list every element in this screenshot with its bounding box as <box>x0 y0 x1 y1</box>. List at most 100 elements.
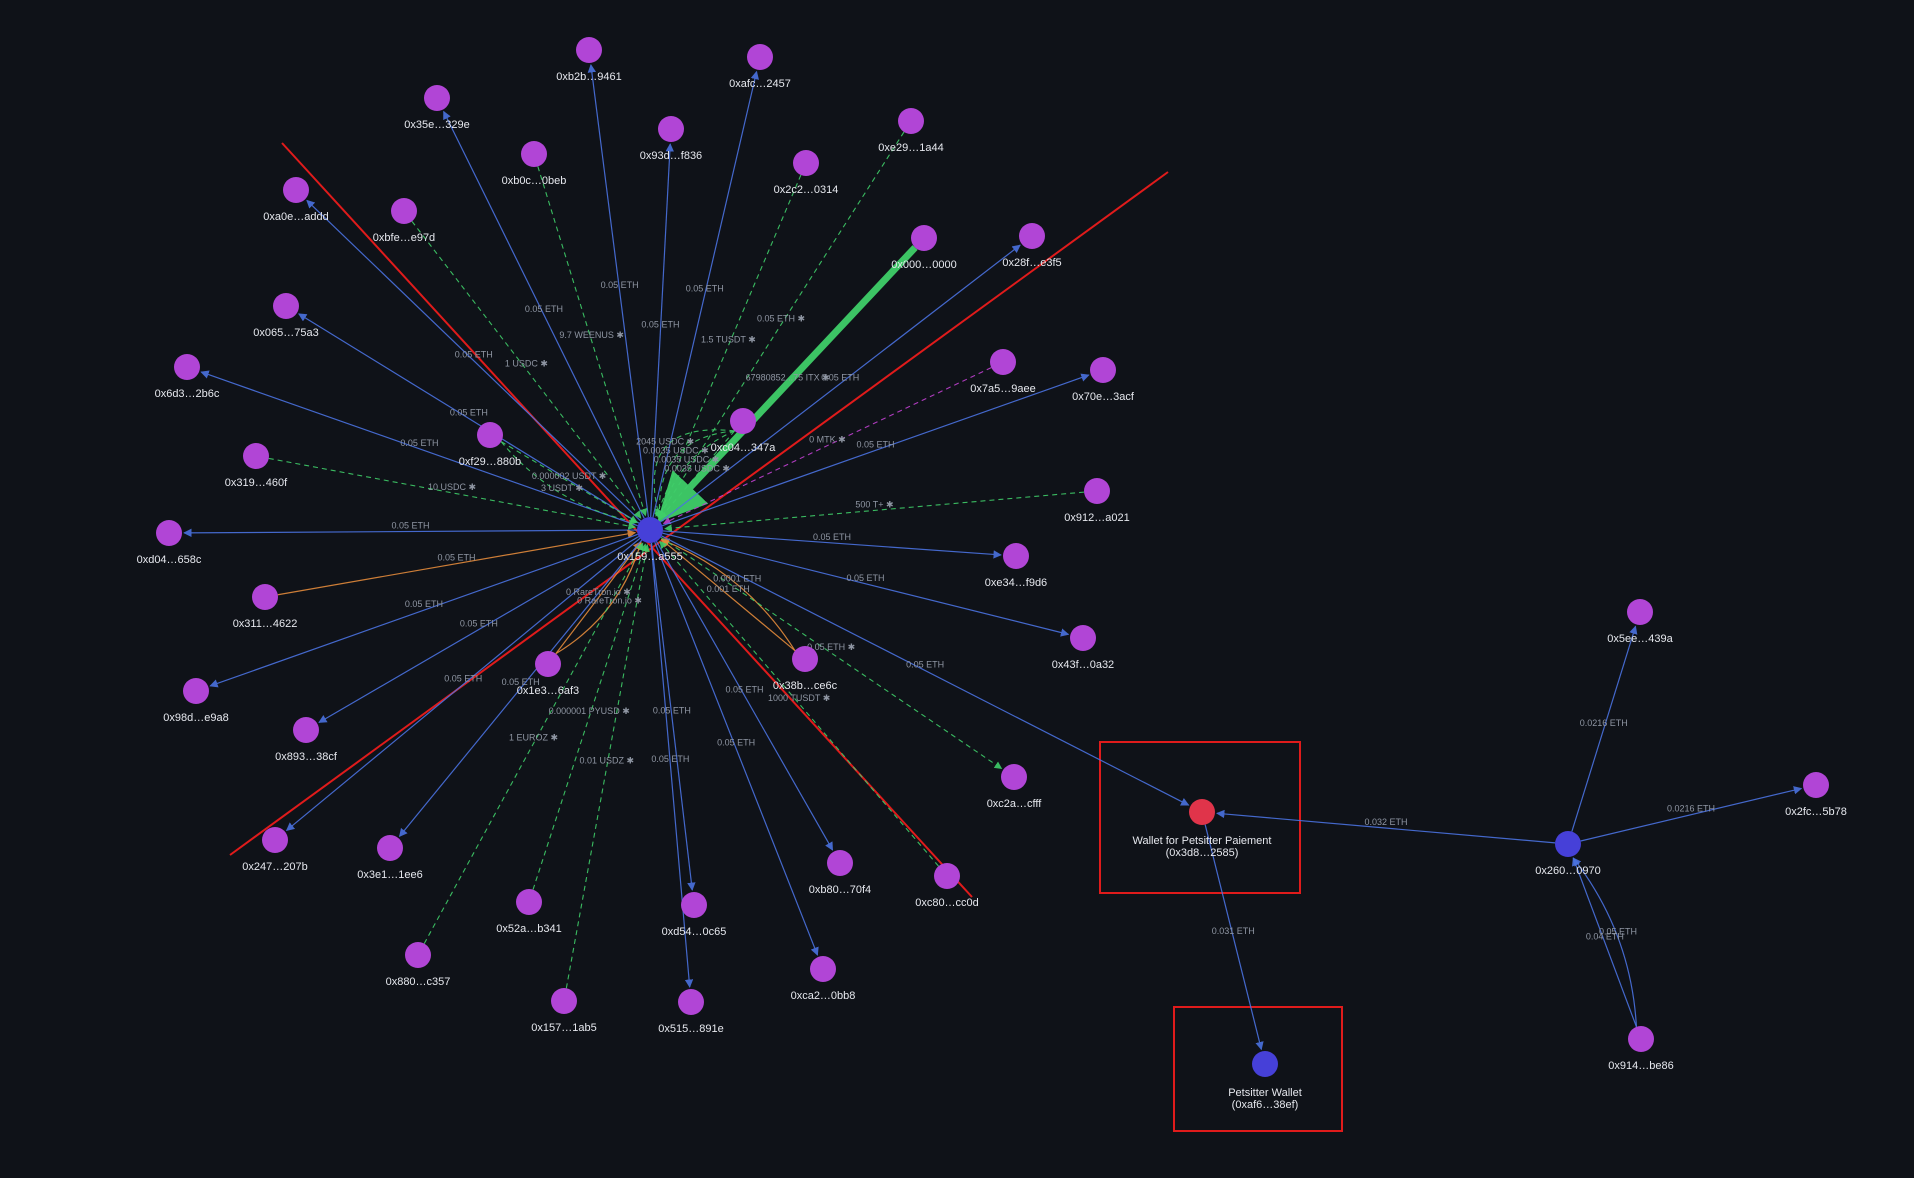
node-n_914[interactable]: 0x914…be86 <box>1608 1026 1674 1072</box>
edge-hub-n_247[interactable] <box>285 537 641 831</box>
node-hub[interactable]: 0x159…a555 <box>617 517 683 563</box>
edge-n_157-hub[interactable] <box>565 543 650 989</box>
node-n_f29[interactable]: 0xf29…880b <box>459 422 521 468</box>
wallet-node-circle[interactable] <box>243 443 269 469</box>
edge-n_000-hub[interactable] <box>656 245 918 523</box>
wallet-node-circle[interactable] <box>810 956 836 982</box>
node-n_260[interactable]: 0x260…0970 <box>1535 831 1601 877</box>
wallet-node-circle[interactable] <box>477 422 503 448</box>
wallet-node-circle[interactable] <box>521 141 547 167</box>
node-n_afc[interactable]: 0xafc…2457 <box>729 44 791 90</box>
wallet-node-circle[interactable] <box>1001 764 1027 790</box>
node-n_319[interactable]: 0x319…460f <box>225 443 288 489</box>
hub-node-circle[interactable] <box>637 517 663 543</box>
edge-n_e29-hub[interactable] <box>657 131 905 519</box>
wallet-node-circle[interactable] <box>293 717 319 743</box>
edge-hub-n_28f[interactable] <box>659 244 1021 523</box>
node-n_d54[interactable]: 0xd54…0c65 <box>662 892 727 938</box>
wallet-node-circle[interactable] <box>747 44 773 70</box>
wallet-node-circle[interactable] <box>174 354 200 380</box>
node-n_b0c[interactable]: 0xb0c…0beb <box>502 141 567 187</box>
edge-hub-n_93d[interactable] <box>650 143 675 518</box>
wallet-node-circle[interactable] <box>377 835 403 861</box>
edge-hub-n_515[interactable] <box>650 542 694 988</box>
edge-n_260-n_3d8[interactable] <box>1216 809 1556 844</box>
hub-node-circle[interactable] <box>1252 1051 1278 1077</box>
edge-hub-n_893[interactable] <box>318 536 640 723</box>
node-n_3e1[interactable]: 0x3e1…1ee6 <box>357 835 423 881</box>
edge-n_914-n_260[interactable] <box>1572 857 1638 1027</box>
node-n_e34[interactable]: 0xe34…f9d6 <box>985 543 1047 589</box>
edge-hub-n_d54[interactable] <box>650 542 696 891</box>
wallet-node-circle[interactable] <box>792 646 818 672</box>
edge-hub-n_ca2[interactable] <box>654 541 819 956</box>
edge-hub-n_98d[interactable] <box>209 533 638 688</box>
wallet-node-circle[interactable] <box>1189 799 1215 825</box>
wallet-node-circle[interactable] <box>1090 357 1116 383</box>
edge-n_260-n_5ee[interactable] <box>1571 625 1638 832</box>
edge-n_38b-hub[interactable] <box>660 538 796 652</box>
edge-hub-n_70e[interactable] <box>662 373 1090 527</box>
edge-n_38b-hub[interactable] <box>660 539 796 652</box>
wallet-node-circle[interactable] <box>827 850 853 876</box>
edge-hub-n_35e[interactable] <box>443 110 645 519</box>
node-n_2fc[interactable]: 0x2fc…5b78 <box>1785 772 1847 818</box>
node-n_7a5[interactable]: 0x7a5…9aee <box>970 349 1036 395</box>
node-n_a0e[interactable]: 0xa0e…addd <box>263 177 329 223</box>
node-n_e29[interactable]: 0xe29…1a44 <box>878 108 944 154</box>
node-n_912[interactable]: 0x912…a021 <box>1064 478 1130 524</box>
wallet-node-circle[interactable] <box>898 108 924 134</box>
edge-hub-n_a0e[interactable] <box>306 199 642 522</box>
node-n_52a[interactable]: 0x52a…b341 <box>496 889 562 935</box>
node-n_b2b[interactable]: 0xb2b…9461 <box>556 37 622 83</box>
edge-hub-n_6d3[interactable] <box>200 370 638 527</box>
wallet-node-circle[interactable] <box>934 863 960 889</box>
edge-n_f29-hub[interactable] <box>500 441 638 523</box>
edge-hub-n_065[interactable] <box>298 313 640 524</box>
wallet-node-circle[interactable] <box>551 988 577 1014</box>
node-n_70e[interactable]: 0x70e…3acf <box>1072 357 1135 403</box>
node-n_c04[interactable]: 0xc04…347a <box>711 408 777 454</box>
wallet-node-circle[interactable] <box>1084 478 1110 504</box>
edge-n_52a-hub[interactable] <box>532 543 647 890</box>
edge-hub-n_afc[interactable] <box>652 70 759 518</box>
node-n_35e[interactable]: 0x35e…329e <box>404 85 470 131</box>
edge-n_c04-hub[interactable] <box>659 430 735 520</box>
edge-n_311-hub[interactable] <box>277 529 637 596</box>
wallet-node-circle[interactable] <box>1070 625 1096 651</box>
wallet-node-circle[interactable] <box>516 889 542 915</box>
node-n_065[interactable]: 0x065…75a3 <box>253 293 319 339</box>
edge-n_260-n_2fc[interactable] <box>1580 786 1803 842</box>
wallet-node-circle[interactable] <box>911 225 937 251</box>
edge-n_f29-hub[interactable] <box>500 441 638 525</box>
wallet-node-circle[interactable] <box>1019 223 1045 249</box>
wallet-node-circle[interactable] <box>535 651 561 677</box>
node-n_38b[interactable]: 0x38b…ce6c <box>773 646 838 692</box>
node-n_5ee[interactable]: 0x5ee…439a <box>1607 599 1674 645</box>
node-n_28f[interactable]: 0x28f…e3f5 <box>1002 223 1062 269</box>
node-n_2c2[interactable]: 0x2c2…0314 <box>774 150 839 196</box>
edge-hub-n_3e1[interactable] <box>398 539 643 838</box>
edge-n_912-hub[interactable] <box>664 491 1085 532</box>
wallet-node-circle[interactable] <box>1627 599 1653 625</box>
node-n_b80[interactable]: 0xb80…70f4 <box>809 850 871 896</box>
edge-n_2c2-hub[interactable] <box>655 174 802 517</box>
wallet-node-circle[interactable] <box>681 892 707 918</box>
wallet-node-circle[interactable] <box>283 177 309 203</box>
wallet-node-circle[interactable] <box>678 989 704 1015</box>
node-n_d04[interactable]: 0xd04…658c <box>137 520 202 566</box>
node-n_893[interactable]: 0x893…38cf <box>275 717 338 763</box>
edge-n_b0c-hub[interactable] <box>537 166 648 517</box>
edge-n_c04-hub[interactable] <box>653 429 735 520</box>
node-n_515[interactable]: 0x515…891e <box>658 989 724 1035</box>
node-n_311[interactable]: 0x311…4622 <box>233 584 298 630</box>
edge-hub-n_b80[interactable] <box>655 540 834 851</box>
wallet-node-circle[interactable] <box>183 678 209 704</box>
node-n_bfe[interactable]: 0xbfe…e97d <box>373 198 435 244</box>
edge-n_bfe-hub[interactable] <box>411 220 642 519</box>
node-n_c80[interactable]: 0xc80…cc0d <box>915 863 979 909</box>
edge-n_c80-hub[interactable] <box>659 540 939 867</box>
edge-n_7a5-hub[interactable] <box>662 367 992 525</box>
edge-n_914-n_260[interactable] <box>1571 857 1638 1028</box>
